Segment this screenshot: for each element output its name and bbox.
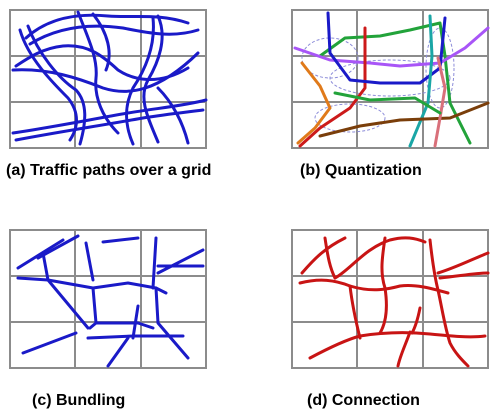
path-purple [293,26,490,68]
panel-quantization [290,8,490,150]
path [436,251,490,275]
path [151,236,158,290]
path [156,248,205,275]
quantized-paths [293,11,490,148]
path [91,12,111,72]
caption-c: (c) Bundling [32,392,126,409]
path [378,286,388,335]
panel-bundling [8,228,208,370]
path [348,284,362,340]
path [154,286,190,360]
path [18,28,78,142]
path [26,24,87,146]
path [41,251,50,282]
path [308,334,362,360]
path [16,238,65,270]
traffic-paths-diagram [9,9,208,149]
path [84,241,95,282]
path [396,330,412,368]
path-orange [296,61,332,145]
path [333,236,427,280]
path [142,14,164,144]
path [298,278,450,295]
path [438,271,490,280]
cluster-outline [425,27,455,109]
path-blue [326,11,447,85]
bundled-paths [16,234,205,368]
path [36,234,80,260]
path [106,336,130,368]
path [24,13,190,40]
cluster-outline [314,103,386,133]
caption-a: (a) Traffic paths over a grid [6,162,212,179]
path [16,276,168,295]
bundling-diagram [9,229,207,369]
cluster-outline [329,59,451,97]
path [358,331,487,339]
traffic-paths [11,10,208,146]
path [14,108,205,142]
connected-paths [298,236,490,368]
path [46,278,90,330]
path-brown [318,101,490,138]
path [323,236,337,280]
path [125,16,155,146]
connection-diagram [291,229,490,369]
panel-connection [290,228,490,370]
path [428,238,440,292]
path [28,24,200,46]
path-teal [408,14,434,148]
path [21,331,78,355]
path [156,86,190,145]
path [410,306,422,335]
path [101,236,140,244]
path [380,236,387,290]
path-pink [433,56,447,148]
path [11,98,208,135]
caption-d: (d) Connection [307,392,420,409]
cluster-outlines [301,27,455,133]
path [94,321,155,330]
path-green-lower [333,91,442,115]
path [436,288,470,368]
grid [291,229,489,369]
panel-traffic-paths [8,8,208,150]
path-green [318,21,472,145]
caption-b: (b) Quantization [300,162,422,179]
path [300,236,347,275]
path [131,304,140,340]
quantization-diagram [291,9,490,149]
